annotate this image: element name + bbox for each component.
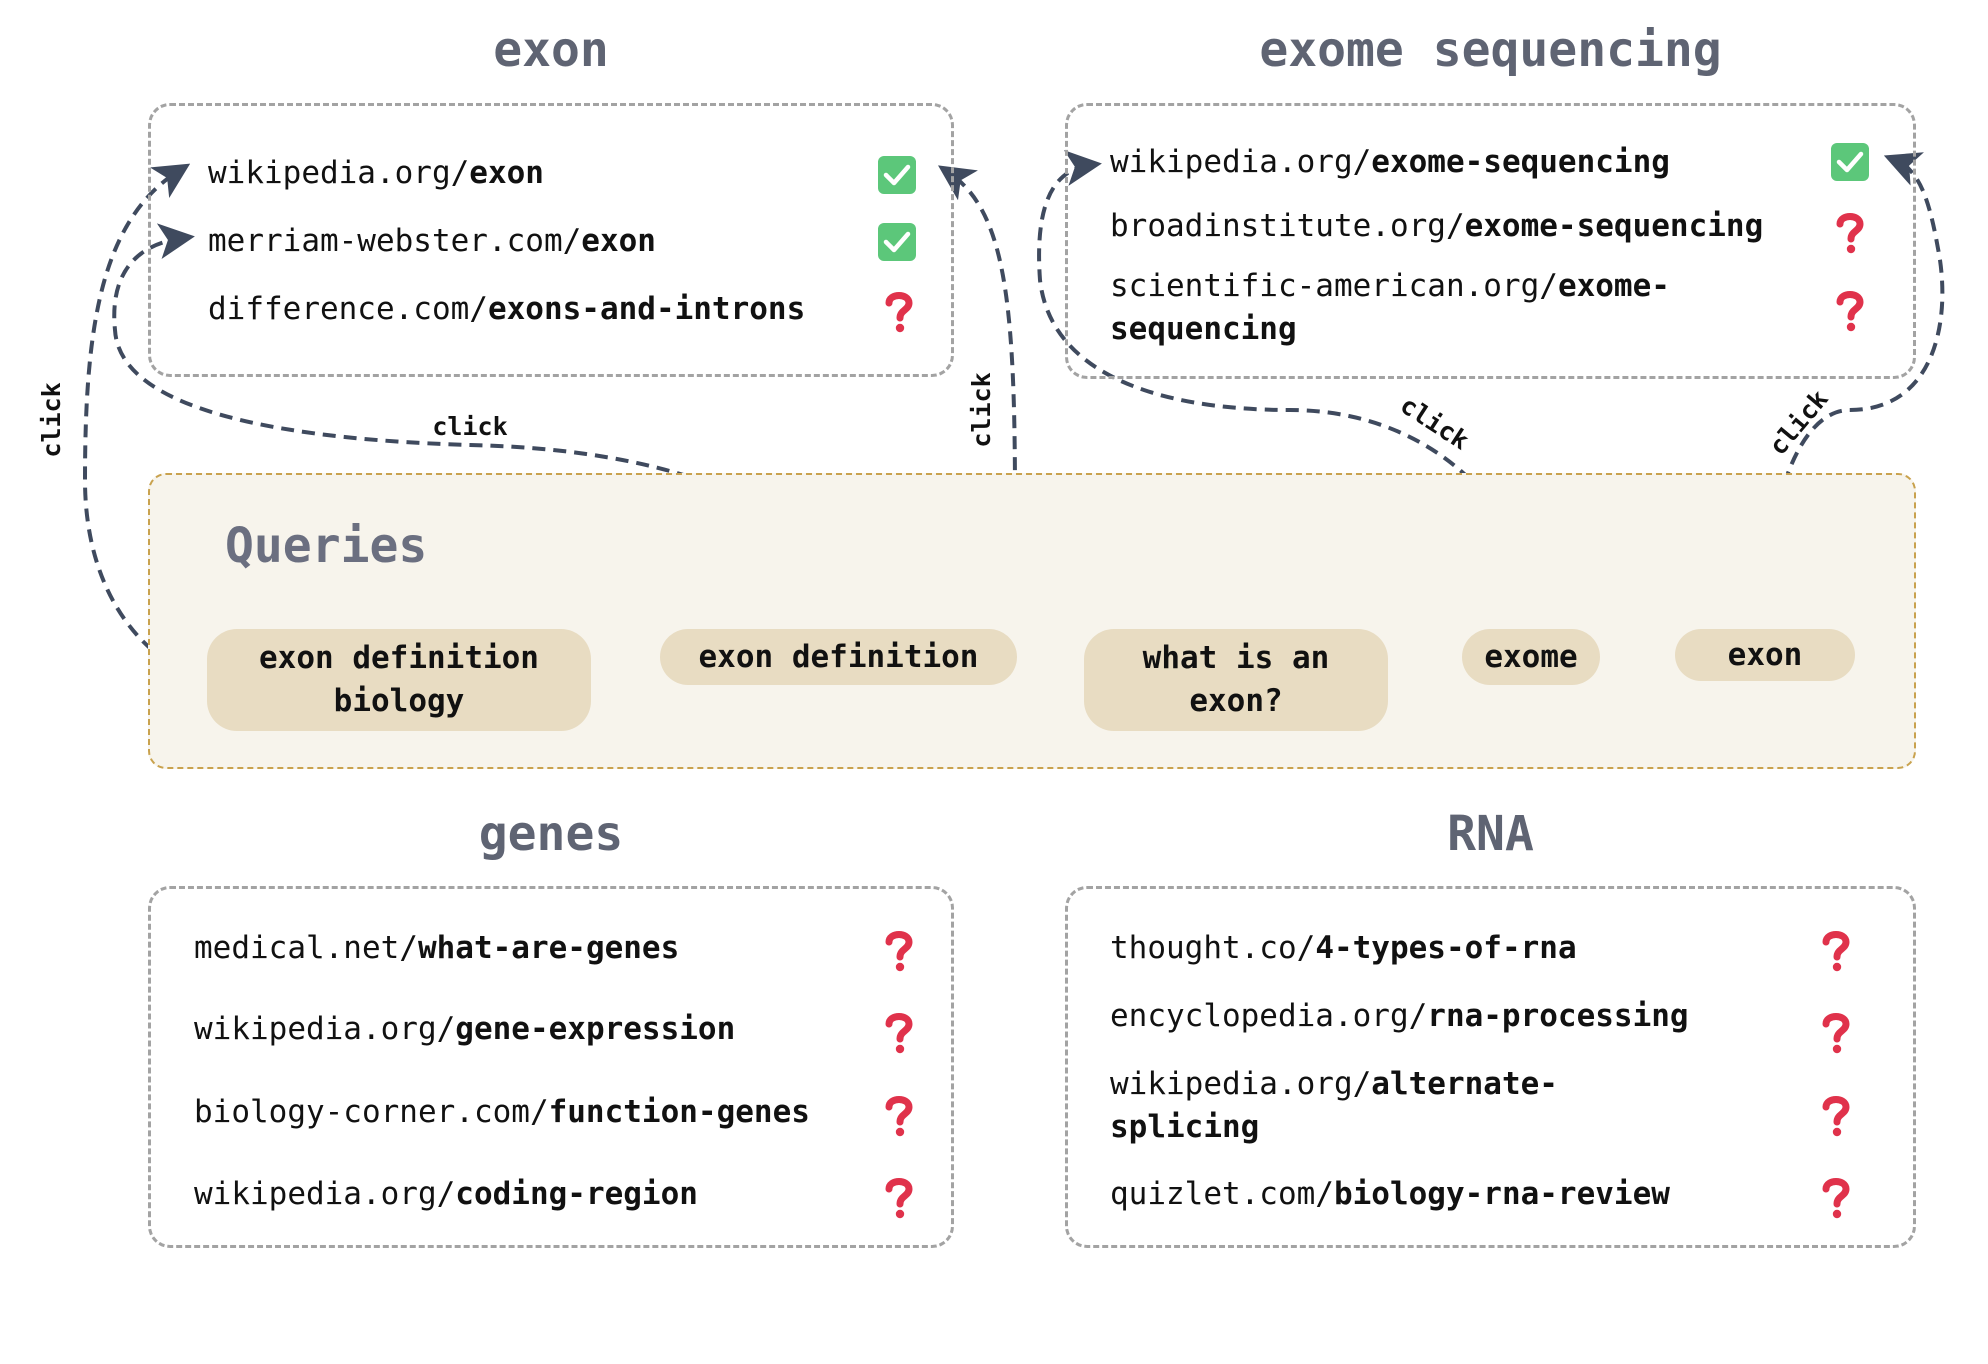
cluster-box-genes [148,886,954,1248]
edge-label-click: click [1763,384,1834,460]
edge-what-is-an-exon-to-difference-exon [938,165,1086,682]
url-wikipedia-gene-expression[interactable]: wikipedia.org/gene-expression [194,1011,736,1047]
edge-exon-to-wikipedia-exome-sequencing [1763,152,1945,630]
green-check-icon [877,222,917,262]
cluster-title-rna: RNA [1447,806,1534,862]
queries-title: Queries [225,518,428,574]
url-wikipedia-exon[interactable]: wikipedia.org/exon [208,155,544,191]
cluster-title-genes: genes [478,806,624,862]
url-merriam-webster-exon[interactable]: merriam-webster.com/exon [208,223,656,259]
url-wikipedia-alternate-splicing[interactable]: wikipedia.org/alternate- splicing [1110,1066,1558,1145]
url-wikipedia-exome-sequencing[interactable]: wikipedia.org/exome-sequencing [1110,144,1670,180]
green-check-icon [1830,142,1870,182]
cluster-box-rna [1065,886,1916,1248]
cluster-title-exome-sequencing: exome sequencing [1259,22,1722,78]
red-question-mark-icon [879,1093,919,1137]
red-question-mark-icon [1816,1010,1856,1054]
red-question-mark-icon [879,1010,919,1054]
red-question-mark-icon [1816,928,1856,972]
url-difference-exons-and-introns[interactable]: difference.com/exons-and-introns [208,291,806,327]
url-scientific-american-exome-sequencing[interactable]: scientific-american.org/exome- sequencin… [1110,268,1670,347]
cluster-box-exome-sequencing [1065,103,1916,379]
red-question-mark-icon [1830,288,1870,332]
edge-label-click: click [967,372,996,447]
url-quizlet-biology-rna-review[interactable]: quizlet.com/biology-rna-review [1110,1176,1670,1212]
url-encyclopedia-rna-processing[interactable]: encyclopedia.org/rna-processing [1110,998,1689,1034]
red-question-mark-icon [1816,1175,1856,1219]
query-exome[interactable]: exome [1462,629,1600,685]
edge-label-click: click [37,382,66,457]
url-thought-4-types-of-rna[interactable]: thought.co/4-types-of-rna [1110,930,1577,966]
red-question-mark-icon [1816,1093,1856,1137]
red-question-mark-icon [879,928,919,972]
query-exon-definition[interactable]: exon definition [660,629,1017,685]
url-broadinstitute-exome-sequencing[interactable]: broadinstitute.org/exome-sequencing [1110,208,1764,244]
url-medical-what-are-genes[interactable]: medical.net/what-are-genes [194,930,680,966]
url-wikipedia-coding-region[interactable]: wikipedia.org/coding-region [194,1176,698,1212]
red-question-mark-icon [879,1175,919,1219]
edge-label-click: click [1395,390,1474,455]
green-check-icon [877,155,917,195]
cluster-box-exon [148,103,954,377]
url-biology-corner-function-genes[interactable]: biology-corner.com/function-genes [194,1094,810,1130]
red-question-mark-icon [1830,210,1870,254]
cluster-title-exon: exon [493,22,609,78]
edge-label-click: click [432,412,507,441]
red-question-mark-icon [879,289,919,333]
query-exon[interactable]: exon [1675,629,1855,681]
